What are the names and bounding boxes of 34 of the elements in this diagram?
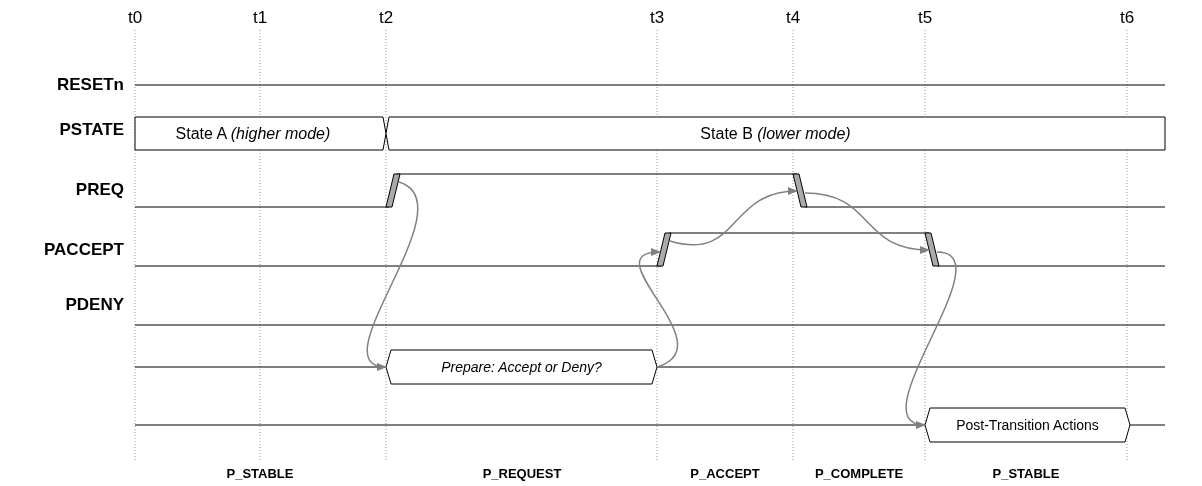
time-marker: t4 bbox=[785, 8, 801, 28]
signal-name: RESETn bbox=[56, 75, 124, 95]
node-label: Post-Transition Actions bbox=[956, 417, 1099, 433]
phase-name: P_COMPLETE bbox=[814, 465, 904, 481]
phase-name: P_REQUEST bbox=[482, 465, 562, 481]
node-label: Prepare: Accept or Deny? bbox=[441, 359, 602, 375]
node-label: State B (lower mode) bbox=[700, 124, 851, 143]
process-box bbox=[925, 408, 1130, 442]
process-box bbox=[386, 350, 657, 384]
bus-segment bbox=[135, 117, 386, 150]
signal-name: PDENY bbox=[65, 295, 124, 315]
causality-arrow bbox=[639, 249, 678, 368]
node-label: State A (higher mode) bbox=[175, 124, 331, 143]
transition-bar bbox=[793, 174, 807, 207]
bus-segment bbox=[386, 117, 1165, 150]
time-marker: t2 bbox=[378, 8, 394, 28]
phase-name: P_STABLE bbox=[226, 465, 294, 481]
time-marker: t6 bbox=[1119, 8, 1135, 28]
time-marker: t3 bbox=[649, 8, 665, 28]
signal-name: PREQ bbox=[75, 180, 124, 200]
phase-name: P_STABLE bbox=[992, 465, 1060, 481]
causality-arrow bbox=[804, 192, 930, 254]
time-marker: t1 bbox=[252, 8, 268, 28]
phase-name: P_ACCEPT bbox=[690, 465, 760, 481]
causality-arrow bbox=[905, 251, 957, 427]
transition-bar bbox=[925, 233, 939, 266]
time-marker: t0 bbox=[127, 8, 143, 28]
causality-arrow bbox=[669, 187, 798, 246]
time-marker: t5 bbox=[917, 8, 933, 28]
transition-bar bbox=[657, 233, 671, 266]
causality-arrow bbox=[366, 181, 419, 369]
transition-bar bbox=[386, 174, 400, 207]
signal-name: PACCEPT bbox=[44, 240, 124, 260]
signal-name: PSTATE bbox=[59, 120, 124, 140]
